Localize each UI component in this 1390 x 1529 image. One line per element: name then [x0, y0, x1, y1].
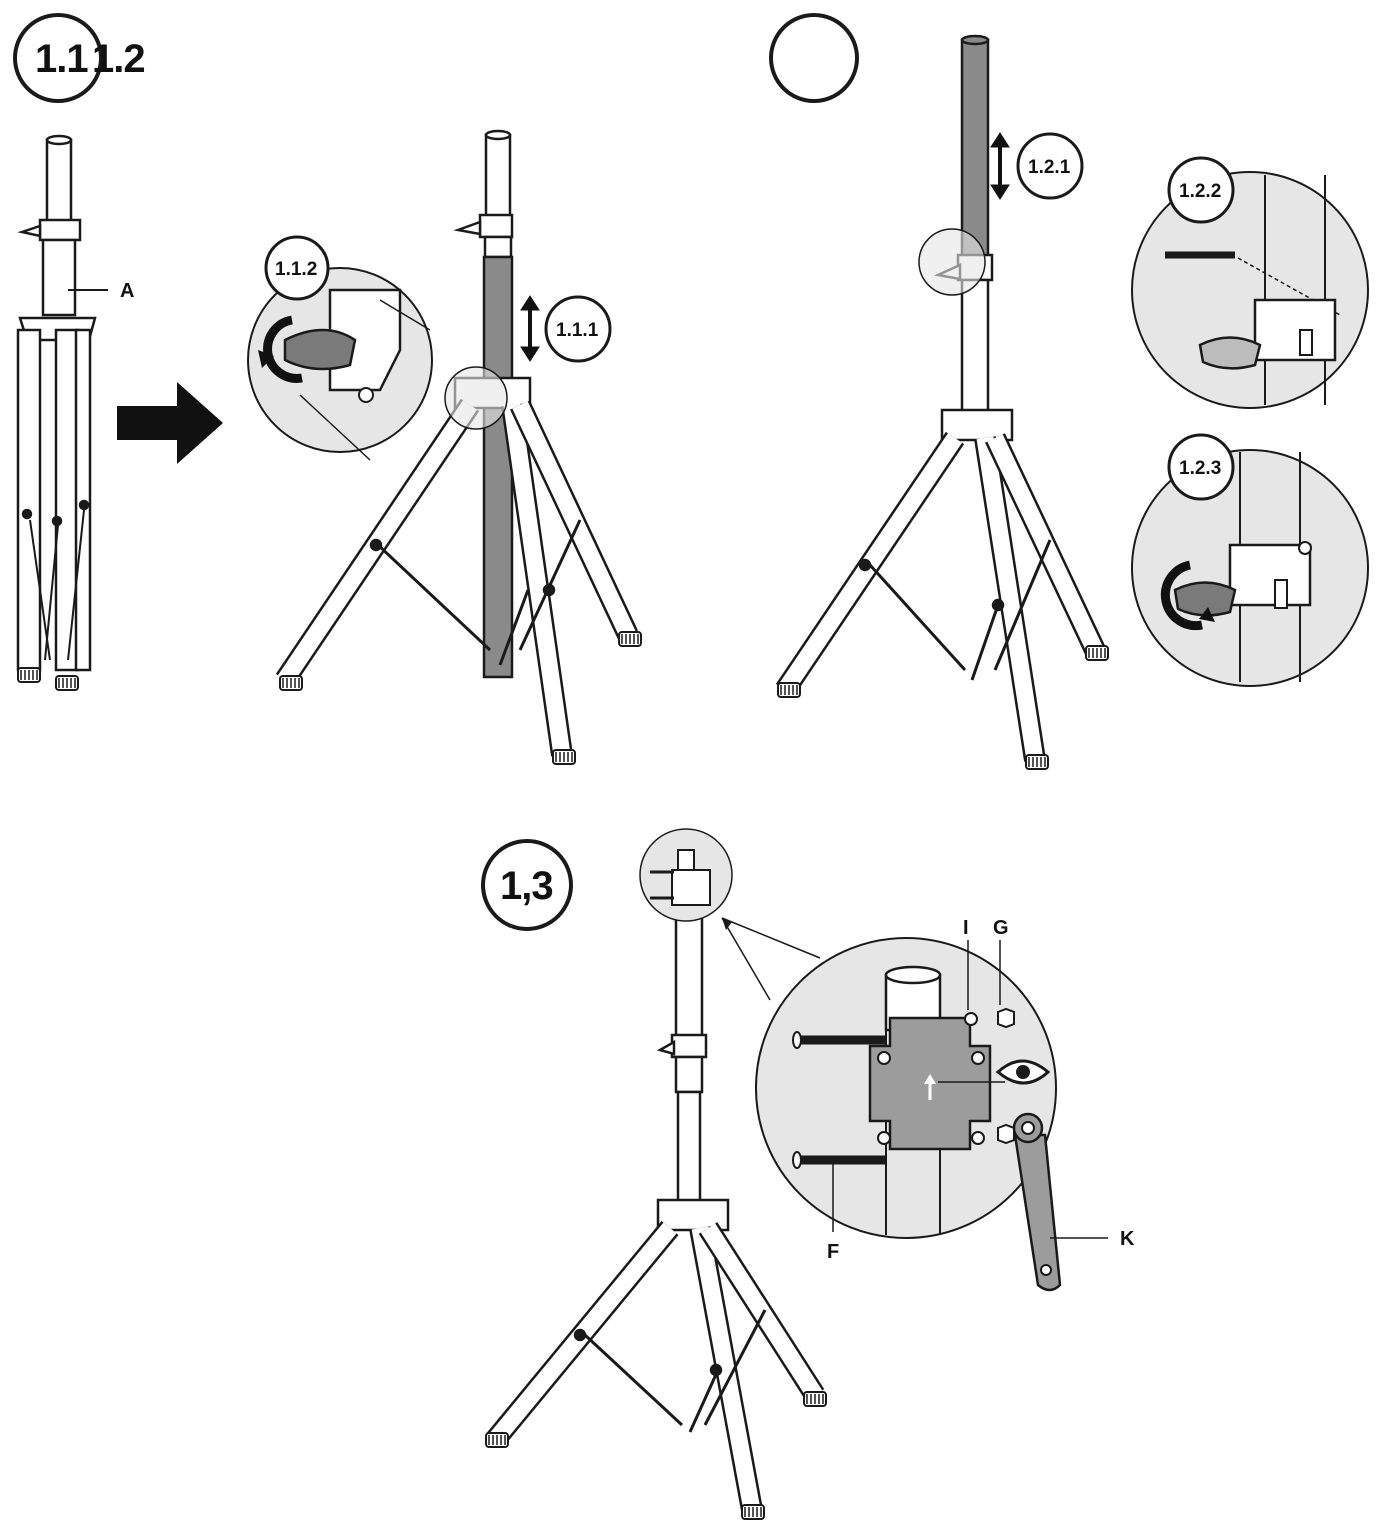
step-1-3-badge: 1,3: [481, 839, 573, 931]
step-1-1-1-badge: 1.1.1: [544, 295, 612, 363]
step-1-2-3-label: 1.2.3: [1179, 458, 1221, 479]
detail-1-2-3: [1131, 449, 1369, 687]
detail-1-1-2: [247, 267, 433, 461]
detail-1-2-2: [1131, 171, 1369, 409]
tripod-step-1-2: [775, 34, 1110, 771]
part-label-i: I: [963, 917, 969, 939]
step-1-1-1-label: 1.1.1: [556, 320, 599, 341]
step-1-2-3-badge: 1.2.3: [1167, 433, 1235, 501]
step-1-2-1-label: 1.2.1: [1028, 157, 1071, 178]
step-1-1-2-badge: 1.1.2: [264, 235, 330, 301]
folded-tripod: [16, 134, 97, 692]
up-down-arrow-icon: [520, 295, 540, 362]
step-1-2-overlap-label: 1.2: [92, 37, 145, 81]
rotate-arrow-icon-2: [1160, 560, 1203, 631]
detail-focus-ring-2: [918, 228, 986, 296]
step-1-2-badge: [769, 13, 859, 103]
step-1-1-2-label: 1.1.2: [275, 259, 317, 280]
part-label-g: G: [993, 917, 1009, 939]
mount-focus-ring: [639, 828, 733, 922]
eye-icon: [995, 1059, 1051, 1085]
up-down-arrow-icon-2: [990, 132, 1010, 200]
step-1-1-badge: 1.1: [13, 13, 103, 103]
step-1-1-label: 1.1: [35, 37, 88, 81]
zoom-leader-lines: [721, 917, 821, 1001]
detail-focus-ring: [444, 366, 508, 430]
step-1-2-2-badge: 1.2.2: [1167, 156, 1235, 224]
step-1-3-label: 1,3: [500, 864, 553, 908]
part-label-f: F: [827, 1241, 839, 1263]
tripod-step-1-1: [275, 129, 643, 766]
part-label-a: A: [120, 280, 134, 302]
direction-arrow-icon: [117, 382, 223, 464]
mount-detail: [755, 937, 1057, 1239]
part-label-k: K: [1120, 1228, 1135, 1250]
tripod-step-1-3: [484, 903, 828, 1521]
wrench-icon: [1012, 1112, 1062, 1292]
step-1-2-2-label: 1.2.2: [1179, 181, 1221, 202]
step-1-2-1-badge: 1.2.1: [1016, 132, 1084, 200]
